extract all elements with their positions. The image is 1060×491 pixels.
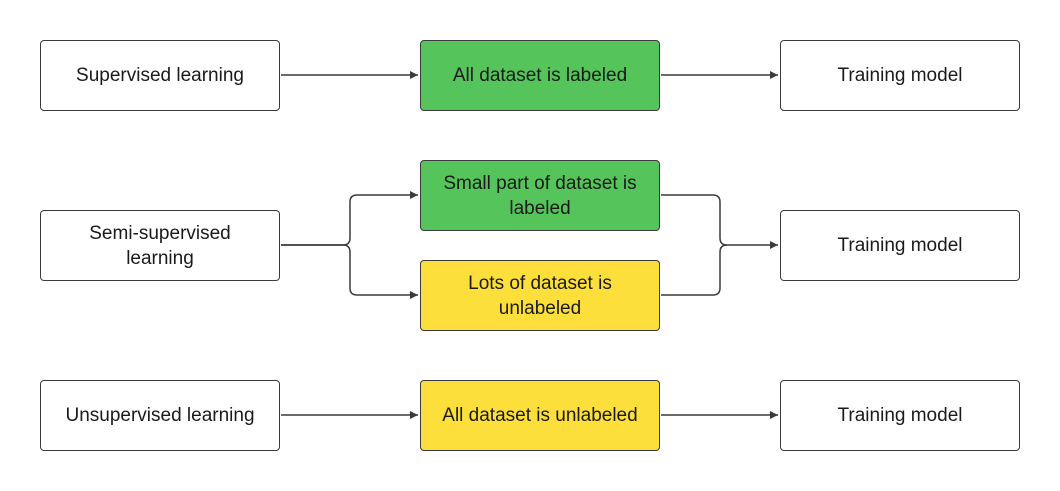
all-unlabeled-box: All dataset is unlabeled [420, 380, 660, 451]
all-unlabeled-label: All dataset is unlabeled [442, 405, 638, 426]
supervised-learning-box: Supervised learning [40, 40, 280, 111]
arrow-semi-to-labeled [281, 191, 418, 246]
arrow-labeled-part-to-training [661, 194, 778, 249]
training-model-box-semi: Training model [780, 210, 1020, 281]
all-labeled-box: All dataset is labeled [420, 40, 660, 111]
training-model-label-unsupervised: Training model [837, 405, 963, 426]
arrow-semi-to-unlabeled [281, 244, 418, 299]
training-model-box-supervised: Training model [780, 40, 1020, 111]
supervised-learning-label: Supervised learning [76, 65, 244, 86]
lots-unlabeled-label: Lots of dataset is unlabeled [468, 272, 612, 319]
semi-supervised-learning-box: Semi-supervised learning [40, 210, 280, 281]
lots-unlabeled-box: Lots of dataset is unlabeled [420, 260, 660, 331]
unsupervised-learning-box: Unsupervised learning [40, 380, 280, 451]
semi-supervised-learning-label: Semi-supervised learning [89, 222, 231, 269]
training-model-box-unsupervised: Training model [780, 380, 1020, 451]
training-model-label-semi: Training model [837, 235, 963, 256]
small-part-labeled-label: Small part of dataset is labeled [443, 172, 637, 219]
training-model-label-supervised: Training model [837, 65, 963, 86]
all-labeled-label: All dataset is labeled [452, 65, 628, 86]
arrow-unlabeled-part-to-training [661, 244, 728, 296]
small-part-labeled-box: Small part of dataset is labeled [420, 160, 660, 231]
unsupervised-learning-label: Unsupervised learning [65, 405, 255, 426]
